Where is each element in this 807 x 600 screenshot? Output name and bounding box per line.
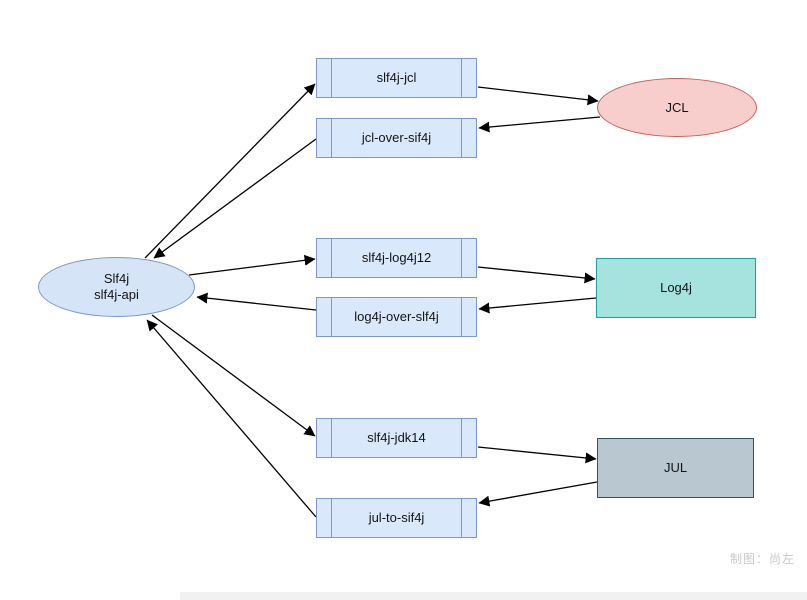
edge-slf4j_jcl-to-jcl bbox=[477, 86, 599, 106]
edge-slf4j-to-slf4j_log4j12 bbox=[188, 254, 316, 276]
node-log4j: Log4j bbox=[596, 258, 756, 318]
edge-slf4j_log4j12-to-log4j bbox=[477, 266, 596, 284]
edge-jcl-to-jcl_over_sif4j bbox=[478, 116, 601, 133]
node-jcl: JCL bbox=[597, 78, 757, 137]
edge-jul-to-jul_to_sif4j bbox=[478, 481, 598, 507]
edge-slf4j-to-slf4j_jdk14 bbox=[151, 314, 316, 437]
node-log4j-over-slf4j: log4j-over-slf4j bbox=[316, 297, 477, 337]
edge-log4j_over_slf4j-to-slf4j bbox=[196, 292, 317, 311]
watermark: 制图：尚左 bbox=[729, 552, 795, 566]
edge-jul_to_sif4j-to-slf4j bbox=[146, 319, 317, 518]
node-jcl-over-sif4j: jcl-over-sif4j bbox=[316, 118, 477, 158]
node-slf4j-jdk14: slf4j-jdk14 bbox=[316, 418, 477, 458]
node-slf4j-api: Slf4j slf4j-api bbox=[38, 257, 195, 317]
node-label: log4j-over-slf4j bbox=[354, 309, 439, 324]
node-label: jcl-over-sif4j bbox=[361, 130, 432, 145]
edge-jcl_over_sif4j-to-slf4j bbox=[153, 138, 317, 259]
node-label: jul-to-sif4j bbox=[368, 510, 425, 525]
node-label: slf4j-jdk14 bbox=[367, 430, 426, 445]
node-slf4j-jcl: slf4j-jcl bbox=[316, 58, 477, 98]
node-jul: JUL bbox=[597, 438, 754, 498]
node-label: Log4j bbox=[660, 280, 692, 295]
edge-log4j-to-log4j_over_slf4j bbox=[478, 297, 597, 314]
node-label: slf4j-jcl bbox=[376, 70, 417, 85]
node-label: Slf4j slf4j-api bbox=[94, 271, 139, 302]
node-slf4j-log4j12: slf4j-log4j12 bbox=[316, 238, 477, 278]
edge-slf4j_jdk14-to-jul bbox=[477, 446, 597, 464]
edge-slf4j-to-slf4j_jcl bbox=[144, 83, 316, 259]
node-jul-to-sif4j: jul-to-sif4j bbox=[316, 498, 477, 538]
node-label: slf4j-log4j12 bbox=[361, 250, 432, 265]
node-label: JCL bbox=[665, 99, 689, 115]
bottom-edge-strip bbox=[180, 592, 807, 600]
node-label: JUL bbox=[663, 460, 688, 475]
